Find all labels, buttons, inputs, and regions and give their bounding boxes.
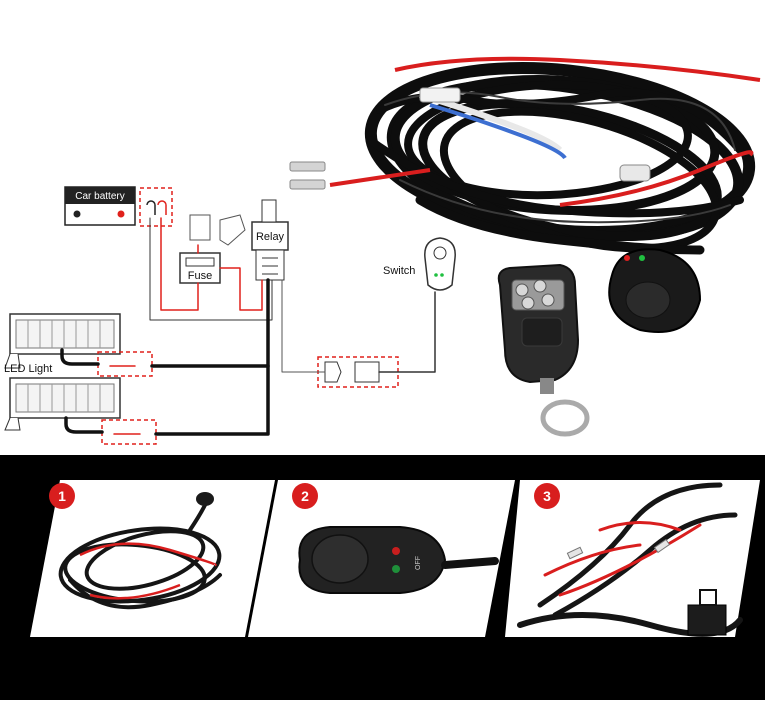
- fuse: Fuse: [179, 214, 246, 284]
- panel-1: 1: [30, 480, 275, 637]
- relay-box: [687, 604, 727, 636]
- harness-switch-small: [196, 492, 214, 506]
- key-ring: [540, 399, 590, 437]
- badge-3: [534, 483, 560, 509]
- harness-photo: [289, 56, 761, 333]
- switch-label: Switch: [383, 265, 415, 277]
- badge-2-number: 2: [301, 488, 309, 504]
- fuse-holder: [619, 164, 651, 182]
- wires: [60, 217, 436, 436]
- wiring-diagram-svg: Car battery Fuse Relay Switch: [4, 56, 761, 445]
- green-indicator-led: [639, 255, 645, 261]
- led-light-bar-2: [4, 377, 121, 431]
- battery-ring-connectors: [139, 187, 173, 227]
- car-battery: Car battery: [64, 186, 136, 226]
- red-indicator-led: [624, 255, 630, 261]
- led-light-bar-1: [4, 313, 121, 369]
- feature-panels: 1 OFF 2 3: [0, 455, 765, 700]
- switch-button: [311, 534, 369, 584]
- battery-positive-terminal: [117, 210, 125, 218]
- switch-green-led: [434, 273, 438, 277]
- switch-diagram: Switch: [383, 237, 456, 291]
- red-led: [392, 547, 400, 555]
- badge-2: [292, 483, 318, 509]
- badge-3-number: 3: [543, 488, 551, 504]
- badge-1: [49, 483, 75, 509]
- battery-label: Car battery: [75, 191, 124, 202]
- panel-3: 3: [505, 480, 760, 637]
- badge-1-number: 1: [58, 488, 66, 504]
- harness-connector: [419, 87, 461, 103]
- switch-green-led: [440, 273, 444, 277]
- light-connector-2: [101, 419, 157, 445]
- panel-2: OFF 2: [248, 480, 515, 637]
- remote-key-fob: [497, 263, 590, 437]
- fuse-label: Fuse: [188, 270, 212, 282]
- relay: Relay: [251, 199, 289, 281]
- relay-label: Relay: [256, 231, 285, 243]
- battery-negative-terminal: [73, 210, 81, 218]
- led-light-label: LED Light: [4, 363, 52, 375]
- green-led: [392, 565, 400, 573]
- light-connector-1: [97, 351, 153, 377]
- ring-terminal: [289, 161, 326, 172]
- wiring-diagram-area: Car battery Fuse Relay Switch: [4, 56, 761, 445]
- feature-panels-svg: 1 OFF 2 3: [30, 480, 760, 637]
- switch-off-text: OFF: [415, 556, 422, 570]
- ring-terminal: [289, 179, 326, 190]
